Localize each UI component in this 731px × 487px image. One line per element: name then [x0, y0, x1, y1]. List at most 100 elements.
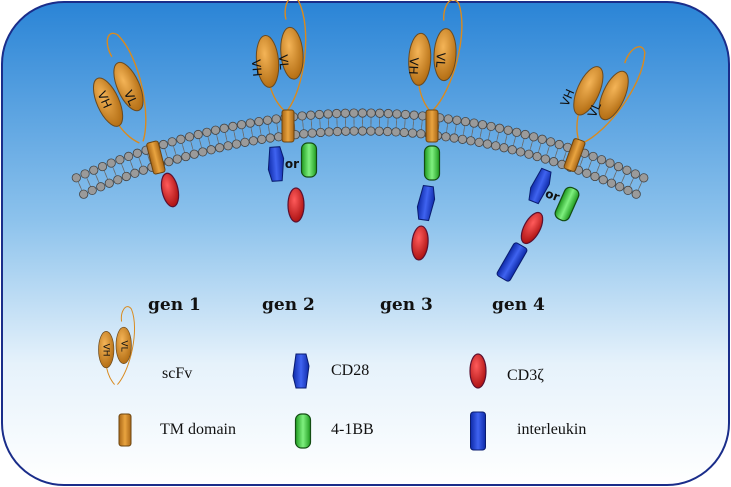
vl-label-gen-3: VL — [433, 52, 448, 68]
lipid-head — [477, 120, 488, 130]
lipid-head — [172, 154, 182, 164]
legend-cd28-label: CD28 — [331, 362, 370, 379]
lipid-head — [383, 108, 393, 119]
vh-label-gen-2: VH — [249, 59, 264, 77]
lipid-head — [257, 134, 267, 144]
lipid-head — [606, 178, 617, 188]
car-gen-1: VH VL — [72, 28, 182, 209]
lipid-head — [121, 171, 131, 182]
lipid-head — [265, 133, 275, 143]
lipid-head — [399, 127, 409, 138]
lipid-head — [132, 148, 142, 158]
lipid-head — [80, 169, 90, 179]
lipid-head — [71, 173, 81, 183]
or-label-gen-4: or — [543, 186, 561, 204]
lipid-head — [176, 134, 186, 144]
lipid-head — [486, 121, 496, 132]
lipid-head — [605, 158, 615, 168]
legend-bb-label: 4-1BB — [331, 421, 374, 438]
lipid-head — [554, 139, 564, 150]
lipid-head — [231, 139, 242, 149]
lipid-head — [623, 185, 633, 195]
or-label-gen-2: or — [285, 157, 299, 171]
lipid-head — [193, 129, 203, 140]
vh-label-gen-4: VH — [558, 87, 578, 108]
lipid-head — [240, 137, 250, 147]
lipid-head — [441, 132, 451, 142]
lipid-head — [164, 157, 174, 167]
lipid-head — [416, 129, 426, 139]
lipid-head — [382, 126, 393, 137]
lipid-head — [532, 151, 542, 162]
gen-4-label: gen 4 — [492, 295, 545, 315]
lipid-head — [184, 132, 195, 142]
gen-1-label: gen 1 — [148, 295, 201, 315]
car-gen-3: VH VL — [405, 0, 465, 262]
lipid-head — [520, 129, 530, 140]
lipid-head — [540, 154, 551, 164]
lipid-head — [223, 141, 233, 151]
lipid-head — [245, 118, 255, 128]
lipid-head — [549, 157, 559, 167]
lipid-head — [515, 147, 526, 157]
lipid-head — [482, 139, 493, 149]
vl-label-gen-2: VL — [276, 54, 291, 70]
legend-vl-label: VL — [119, 340, 129, 351]
lipid-head — [167, 137, 177, 147]
lipid-head — [87, 185, 97, 196]
car-gen-2: VH VL or — [249, 0, 318, 223]
legend-cd28-icon — [292, 353, 310, 389]
lipid-head — [588, 151, 598, 162]
legend-cd3z-icon — [469, 353, 487, 389]
lipid-head — [392, 109, 402, 119]
lipid-head — [457, 134, 468, 144]
lipid-head — [307, 128, 317, 138]
lipid-head — [104, 178, 114, 188]
lipid-head — [639, 173, 649, 183]
lipid-head — [271, 114, 281, 124]
lipid-head — [332, 108, 342, 119]
lipid-head — [115, 155, 125, 165]
lipid-head — [96, 182, 106, 192]
legend-tm-label: TM domain — [160, 421, 236, 438]
gen-2-label: gen 2 — [262, 295, 315, 315]
lipid-head — [469, 118, 479, 128]
lipid-head — [391, 127, 401, 137]
legend-bb-icon — [294, 413, 312, 449]
lipid-head — [215, 143, 225, 153]
lipid-head — [507, 145, 517, 155]
lipid-head — [206, 145, 216, 155]
lipid-head — [546, 137, 556, 147]
lipid-head — [349, 108, 359, 118]
lipid-head — [181, 151, 191, 162]
lipid-head — [631, 189, 641, 199]
lipid-head — [316, 127, 326, 138]
lipid-head — [400, 109, 411, 120]
lipid-head — [89, 165, 99, 175]
lipid-head — [254, 116, 264, 127]
car-gen-4: VH VL or — [495, 29, 652, 283]
vl-label-gen-1: VL — [121, 88, 140, 108]
lipid-head — [366, 126, 376, 136]
lipid-head — [228, 121, 238, 132]
lipid-head — [248, 136, 258, 146]
lipid-head — [341, 126, 351, 136]
lipid-head — [407, 128, 418, 138]
lipid-head — [113, 175, 123, 185]
lipid-head — [236, 120, 247, 130]
lipid-head — [189, 149, 199, 159]
lipid-head — [357, 108, 368, 118]
lipid-head — [366, 108, 376, 118]
lipid-head — [297, 111, 307, 121]
lipid-head — [409, 110, 419, 120]
legend-scfv-label: scFv — [162, 365, 193, 382]
lipid-head — [374, 126, 384, 136]
lipid-head — [499, 143, 509, 153]
legend-cd3z-label: CD3ζ — [507, 367, 544, 384]
lipid-head — [582, 168, 592, 178]
lipid-head — [130, 168, 140, 178]
legend-il-icon — [470, 411, 486, 451]
lipid-head — [324, 127, 334, 137]
lipid-head — [491, 141, 501, 151]
